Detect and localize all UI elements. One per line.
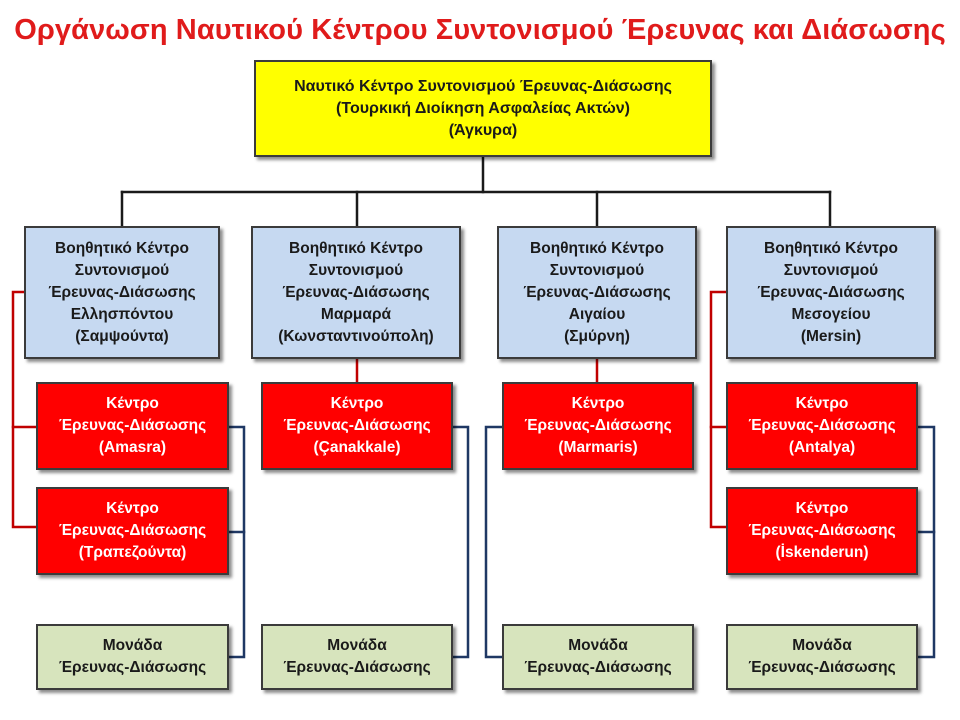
rescue-center-line: (Antalya) <box>788 439 856 456</box>
rescue-unit-line: Έρευνας-Διάσωσης <box>524 659 672 676</box>
rescue-unit: Μονάδα Έρευνας-Διάσωσης <box>36 624 229 690</box>
rescue-unit: Μονάδα Έρευνας-Διάσωσης <box>726 624 918 690</box>
rescue-center-line: Κέντρο <box>106 395 159 412</box>
sub-center-line: Συντονισμού <box>74 261 170 279</box>
sub-center-line: Βοηθητικό Κέντρο <box>289 239 423 257</box>
rescue-center-canakkale: Κέντρο Έρευνας-Διάσωσης (Çanakkale) <box>261 382 453 470</box>
rescue-center-line: Κέντρο <box>106 500 159 517</box>
sub-center-line: (Mersin) <box>800 327 862 345</box>
sub-center-line: Βοηθητικό Κέντρο <box>764 239 898 257</box>
rescue-center-trabzon: Κέντρο Έρευνας-Διάσωσης (Τραπεζούντα) <box>36 487 229 575</box>
sub-center-line: Συντονισμού <box>549 261 645 279</box>
root-line-3: (Άγκυρα) <box>448 121 518 139</box>
rescue-unit-line: Έρευνας-Διάσωσης <box>748 659 896 676</box>
rescue-center-line: Κέντρο <box>330 395 384 412</box>
root-coordination-center: Ναυτικό Κέντρο Συντονισμού Έρευνας-Διάσω… <box>254 60 712 157</box>
sub-center-line: (Σμύρνη) <box>564 327 630 345</box>
chart-title: Οργάνωση Ναυτικού Κέντρου Συντονισμού Έρ… <box>14 14 946 46</box>
sub-center-aegean: Βοηθητικό Κέντρο Συντονισμού Έρευνας-Διά… <box>497 226 697 359</box>
rescue-unit: Μονάδα Έρευνας-Διάσωσης <box>261 624 453 690</box>
blue-connectors <box>227 425 936 659</box>
rescue-center-line: Έρευνας-Διάσωσης <box>748 417 896 434</box>
rescue-center-antalya: Κέντρο Έρευνας-Διάσωσης (Antalya) <box>726 382 918 470</box>
sub-center-mediterranean: Βοηθητικό Κέντρο Συντονισμού Έρευνας-Διά… <box>726 226 936 359</box>
sub-center-line: (Κωνσταντινούπολη) <box>278 327 434 345</box>
sub-center-line: Μαρμαρά <box>320 305 392 323</box>
root-connectors <box>120 155 832 228</box>
rescue-center-line: Κέντρο <box>795 500 849 517</box>
rescue-center-line: (İskenderun) <box>775 544 869 561</box>
rescue-unit-line: Μονάδα <box>102 637 163 654</box>
root-line-1: Ναυτικό Κέντρο Συντονισμού Έρευνας-Διάσω… <box>294 77 672 95</box>
sub-center-line: Συντονισμού <box>308 261 404 279</box>
rescue-unit: Μονάδα Έρευνας-Διάσωσης <box>502 624 694 690</box>
rescue-center-line: (Amasra) <box>98 439 167 456</box>
rescue-unit-line: Μονάδα <box>792 637 852 654</box>
sub-center-line: Βοηθητικό Κέντρο <box>530 239 664 257</box>
sub-center-line: Μεσογείου <box>791 305 871 323</box>
rescue-center-iskenderun: Κέντρο Έρευνας-Διάσωσης (İskenderun) <box>726 487 918 575</box>
rescue-center-line: (Çanakkale) <box>313 439 401 456</box>
sub-center-line: Ελλησπόντου <box>70 305 174 323</box>
rescue-center-line: Έρευνας-Διάσωσης <box>58 417 207 434</box>
rescue-unit-line: Έρευνας-Διάσωσης <box>58 659 207 676</box>
rescue-unit-line: Μονάδα <box>568 637 628 654</box>
sub-center-line: Αιγαίου <box>568 305 626 323</box>
rescue-unit-line: Μονάδα <box>327 637 387 654</box>
root-line-2: (Τουρκική Διοίκηση Ασφαλείας Ακτών) <box>336 99 630 117</box>
rescue-center-amasra: Κέντρο Έρευνας-Διάσωσης (Amasra) <box>36 382 229 470</box>
sub-center-line: Έρευνας-Διάσωσης <box>282 283 430 301</box>
rescue-center-line: Κέντρο <box>795 395 849 412</box>
sub-center-line: Βοηθητικό Κέντρο <box>55 239 189 257</box>
rescue-center-line: (Τραπεζούντα) <box>78 544 187 561</box>
sub-center-line: (Σαμψούντα) <box>75 327 169 345</box>
rescue-center-line: (Marmaris) <box>558 439 638 456</box>
rescue-center-line: Έρευνας-Διάσωσης <box>748 522 896 539</box>
rescue-center-marmaris: Κέντρο Έρευνας-Διάσωσης (Marmaris) <box>502 382 694 470</box>
red-connectors <box>11 290 728 529</box>
sub-center-hellespont: Βοηθητικό Κέντρο Συντονισμού Έρευνας-Διά… <box>24 226 220 359</box>
sub-center-line: Έρευνας-Διάσωσης <box>48 283 196 301</box>
rescue-center-line: Έρευνας-Διάσωσης <box>283 417 431 434</box>
sub-center-line: Έρευνας-Διάσωσης <box>757 283 905 301</box>
rescue-center-line: Κέντρο <box>571 395 625 412</box>
rescue-center-line: Έρευνας-Διάσωσης <box>524 417 672 434</box>
sub-center-marmara: Βοηθητικό Κέντρο Συντονισμού Έρευνας-Διά… <box>251 226 461 359</box>
sub-center-line: Συντονισμού <box>783 261 879 279</box>
rescue-unit-line: Έρευνας-Διάσωσης <box>283 659 431 676</box>
rescue-center-line: Έρευνας-Διάσωσης <box>58 522 207 539</box>
sub-center-line: Έρευνας-Διάσωσης <box>523 283 671 301</box>
